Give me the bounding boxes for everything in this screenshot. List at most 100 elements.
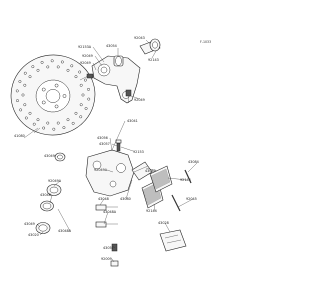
part-label-43084: 43084 [188, 160, 199, 164]
disc-vent-hole [36, 68, 40, 72]
part-label-92043b: 92143 [148, 58, 159, 62]
disc-vent-hole [87, 87, 90, 91]
caliper-body [85, 149, 135, 197]
parts-diagram-page: F-1033 [10, 36, 211, 267]
leader-line [39, 231, 44, 236]
piston-left [35, 184, 62, 234]
leader-line [106, 169, 114, 173]
diagram-code: F-1033 [200, 40, 211, 44]
part-label-43054: 43054 [106, 44, 117, 48]
disc-mount-hole [41, 87, 46, 92]
disc-vent-hole [24, 116, 28, 120]
disc-vent-hole [50, 59, 54, 63]
collar [113, 55, 124, 67]
bleed-valve [115, 139, 122, 152]
part-label-43057b: 43057 [103, 246, 114, 250]
disc-vent-hole [56, 121, 60, 125]
disc-vent-hole [42, 126, 46, 130]
disc-vent-hole [21, 93, 25, 97]
leader-line [92, 62, 97, 71]
leader-line [120, 146, 134, 152]
part-labels: 92153A 92049 92049 43054 92043 92143 920… [14, 36, 199, 261]
leader-line [111, 143, 118, 147]
leader-line [92, 46, 105, 63]
disc-vent-hole [79, 103, 83, 107]
leader-line [151, 50, 157, 59]
part-label-92144: 92144 [180, 178, 191, 182]
leader-line [113, 246, 116, 249]
part-label-92049b: 92049 [80, 61, 91, 65]
disc-vent-hole [52, 127, 56, 131]
disc-vent-hole [83, 78, 87, 82]
disc-vent-hole [15, 89, 19, 93]
pad-spring [131, 161, 153, 181]
disc-vent-hole [78, 70, 82, 74]
leader-line [177, 198, 194, 208]
part-label-92049: 92049 [82, 54, 93, 58]
part-label-43048c: 43048A [58, 229, 72, 233]
leader-line [99, 198, 105, 206]
disc-vent-hole [23, 103, 27, 107]
disc-vent-hole [71, 121, 75, 125]
disc-vent-hole [79, 83, 83, 87]
disc-vent-hole [79, 115, 83, 119]
disc-vent-hole [46, 121, 50, 125]
anti-rattle-shim [159, 229, 187, 252]
part-label-43057: 43057 [99, 142, 110, 146]
leader-line [57, 208, 71, 232]
disc-vent-hole [74, 111, 78, 115]
disc-vent-hole [60, 60, 64, 64]
disc-vent-hole [28, 111, 32, 115]
part-label-43049: 43049 [44, 154, 55, 158]
leader-lines [33, 39, 198, 263]
exploded-parts-diagram: F-1033 [10, 36, 211, 267]
part-label-43056: 43056 [97, 136, 108, 140]
disc-mount-hole [54, 104, 59, 109]
disc-vent-hole [18, 80, 22, 83]
leader-line [109, 137, 113, 152]
disc-vent-hole [62, 126, 66, 130]
disc-vent-hole [74, 75, 78, 79]
part-label-43041: 43041 [127, 119, 138, 123]
disc-vent-hole [87, 97, 91, 101]
part-label-92043: 92043 [134, 36, 145, 40]
leader-line [111, 120, 126, 151]
part-label-92049c: 92049 [134, 98, 145, 102]
part-label-92144b: 92144 [146, 209, 157, 213]
part-label-92009: 92009 [101, 257, 112, 261]
disc-mount-hole [54, 83, 59, 88]
bracket-bolt [125, 89, 132, 103]
pad-pin [171, 169, 192, 212]
part-label-92049d: 92049A [48, 179, 62, 183]
disc-vent-hole [81, 93, 85, 97]
disc-vent-hole [19, 108, 23, 112]
leader-line [164, 222, 171, 233]
leader-line [56, 155, 59, 158]
part-label-43048a: 43048A [103, 210, 117, 214]
leader-line [145, 39, 151, 45]
part-label-43082: 43082 [145, 169, 156, 173]
leader-line [36, 223, 41, 228]
leader-line [153, 203, 156, 212]
leader-line [125, 179, 133, 200]
part-label-92049a: 92049A [94, 168, 108, 172]
leader-line [53, 180, 61, 187]
leader-line [94, 55, 103, 67]
bushing [139, 38, 161, 55]
pins-and-bolts [95, 204, 118, 228]
brake-disc [10, 54, 96, 136]
part-label-41080: 41080 [14, 134, 25, 138]
leader-line [49, 194, 53, 204]
disc-vent-hole [70, 64, 74, 68]
disc-vent-hole [66, 118, 70, 122]
disc-vent-hole [36, 118, 40, 122]
part-label-43028: 43028 [158, 221, 169, 225]
piston-seal [54, 152, 66, 162]
disc-vent-hole [56, 65, 60, 69]
disc-vent-hole [23, 83, 27, 87]
disc-vent-hole [32, 122, 36, 126]
disc-vent-hole [28, 75, 32, 79]
part-label-43048: 43048 [40, 193, 51, 197]
leader-line [187, 162, 198, 173]
leader-line [145, 167, 158, 172]
